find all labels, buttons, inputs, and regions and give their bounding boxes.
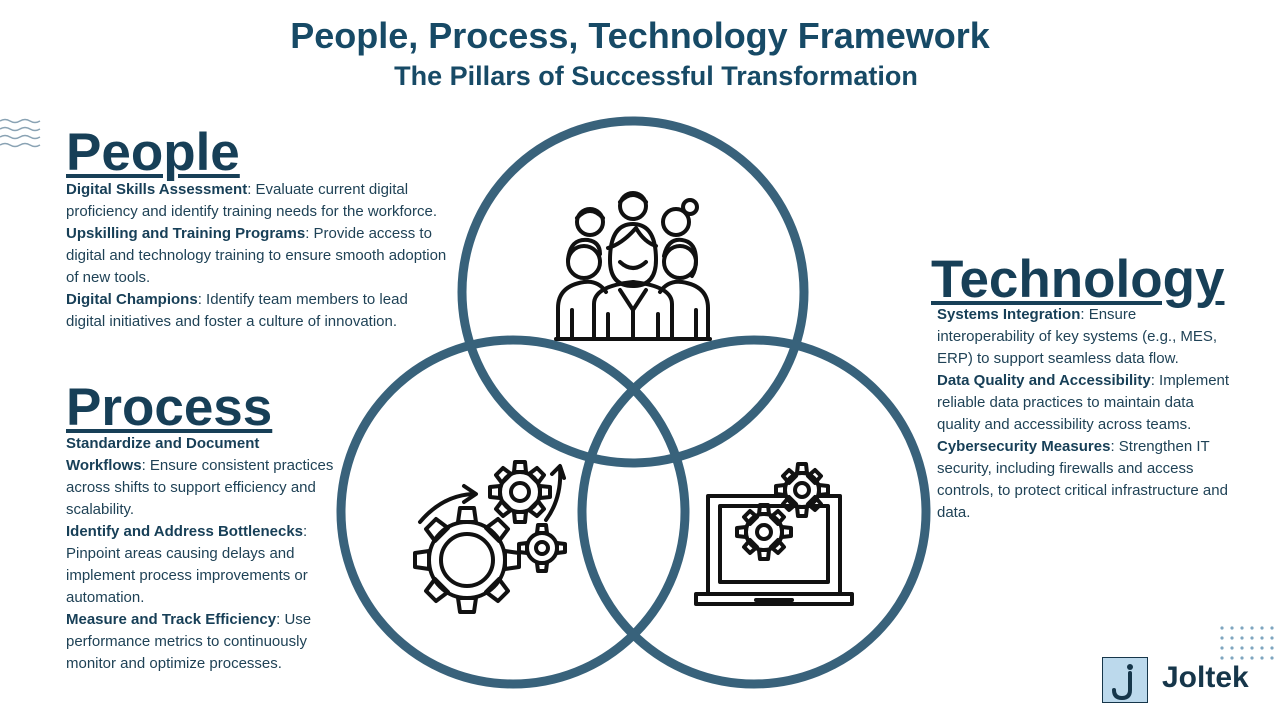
item-desc: : Strengthen IT security, including fire…: [937, 438, 1228, 521]
item-desc: : Provide access to digital and technolo…: [66, 225, 447, 286]
item-desc: : Implement reliable data practices to m…: [937, 372, 1230, 433]
item-term: Measure and Track Efficiency: [66, 611, 277, 628]
item-term: Digital Champions: [66, 291, 198, 308]
logo-name: Joltek: [1162, 661, 1249, 694]
list-item: Cybersecurity Measures: Strengthen IT se…: [937, 436, 1237, 524]
people-heading: People: [66, 123, 240, 182]
circle-technology: [577, 335, 931, 689]
item-term: Cybersecurity Measures: [937, 438, 1111, 455]
waves-decoration: [0, 118, 41, 148]
item-desc: : Pinpoint areas causing delays and impl…: [66, 523, 308, 606]
process-list: Standardize and Document Workflows: Ensu…: [66, 433, 336, 675]
item-term: Upskilling and Training Programs: [66, 225, 306, 242]
item-term: Systems Integration: [937, 306, 1081, 323]
circle-process: [336, 335, 690, 689]
item-desc: : Identify team members to lead digital …: [66, 291, 408, 330]
dots-decoration: [1220, 626, 1274, 660]
technology-heading: Technology: [931, 250, 1225, 309]
item-desc: : Ensure interoperability of key systems…: [937, 306, 1218, 367]
list-item: Upskilling and Training Programs: Provid…: [66, 223, 448, 289]
item-desc: : Evaluate current digital proficiency a…: [66, 181, 438, 220]
list-item: Standardize and Document Workflows: Ensu…: [66, 433, 336, 521]
list-item: Measure and Track Efficiency: Use perfor…: [66, 609, 336, 675]
people-group-icon: [554, 191, 712, 341]
list-item: Digital Champions: Identify team members…: [66, 289, 448, 333]
list-item: Data Quality and Accessibility: Implemen…: [937, 370, 1237, 436]
list-item: Systems Integration: Ensure interoperabi…: [937, 304, 1237, 370]
item-term: Standardize and Document Workflows: [66, 435, 260, 474]
joltek-logo: Joltek: [1102, 657, 1272, 707]
list-item: Digital Skills Assessment: Evaluate curr…: [66, 179, 448, 223]
item-term: Identify and Address Bottlenecks: [66, 523, 303, 540]
laptop-gear-icon: [694, 462, 854, 606]
logo-mark: [1102, 657, 1148, 703]
gears-icon: [413, 460, 567, 614]
technology-list: Systems Integration: Ensure interoperabi…: [937, 304, 1237, 524]
list-item: Identify and Address Bottlenecks: Pinpoi…: [66, 521, 336, 609]
logo-j-icon: [1112, 664, 1133, 701]
item-term: Digital Skills Assessment: [66, 181, 248, 198]
item-desc: : Use performance metrics to continuousl…: [66, 611, 312, 672]
item-desc: : Ensure consistent practices across shi…: [66, 457, 334, 518]
people-list: Digital Skills Assessment: Evaluate curr…: [66, 179, 448, 333]
item-term: Data Quality and Accessibility: [937, 372, 1151, 389]
page-title: People, Process, Technology Framework: [290, 15, 990, 56]
circle-people: [457, 116, 809, 468]
process-heading: Process: [66, 378, 273, 437]
page-subtitle: The Pillars of Successful Transformation: [394, 61, 918, 91]
